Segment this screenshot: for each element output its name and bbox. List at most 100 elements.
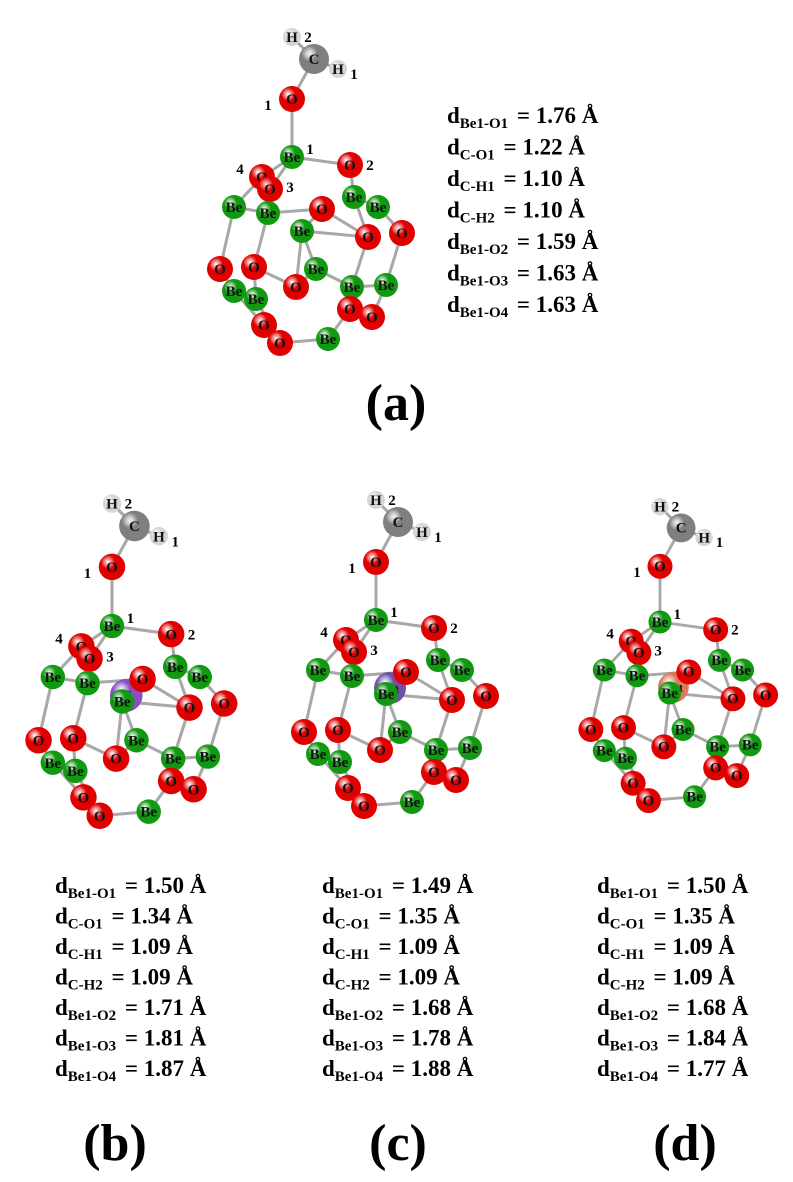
atom-label-O: O [110,752,122,768]
atom-label-Be: Be [686,790,703,806]
atom-label-O: O [654,559,666,575]
atom-Be [708,648,732,672]
atom-O [157,620,185,648]
atom-label-Be: Be [167,660,184,676]
atom-Be [625,664,649,688]
atom-O [626,640,652,666]
atom-label-Be: Be [596,743,613,759]
atom-O [267,330,293,356]
distance-row: dBe1-O1 = 1.50 Å [55,873,207,902]
distance-list-c: dBe1-O1 = 1.49 ÅdC-O1 = 1.35 ÅdC-H1 = 1.… [322,873,474,1085]
distance-row: dC-O1 = 1.22 Å [447,135,585,164]
atom-label-H: H [153,529,165,545]
distance-row: dC-H1 = 1.10 Å [447,166,585,195]
distance-row: dC-H1 = 1.09 Å [597,934,735,963]
atom-O [283,274,309,300]
atom-Be [160,746,186,771]
atom-number: 1 [348,561,356,577]
distance-value: = 1.09 Å [106,934,194,959]
atom-label-O: O [340,633,352,649]
distance-value: = 1.22 Å [498,135,586,160]
atom-O [98,553,126,581]
atom-label-O: O [374,743,386,759]
distance-subscript: Be1-O1 [335,886,383,902]
atom-label-O: O [400,665,412,681]
atom-Be [306,742,330,766]
atom-Be [163,654,188,680]
atom-H [367,491,385,509]
atom-label-O: O [643,793,655,809]
distance-row: dBe1-O2 = 1.68 Å [322,995,474,1024]
atom-label-O: O [274,336,286,352]
atom-number: 1 [390,605,398,621]
atom-Be [340,275,364,299]
distance-value: = 1.35 Å [373,904,461,929]
atom-O [337,296,363,322]
atom-label-O: O [658,740,670,756]
distance-row: dBe1-O1 = 1.76 Å [447,103,599,132]
atom-Be [290,219,314,243]
atom-Be [40,664,66,690]
atom-Be [374,273,398,297]
atom-label-O: O [396,226,408,242]
distance-subscript: C-O1 [610,917,645,933]
distance-subscript: C-H2 [460,211,495,227]
molecule-c: NaOCHHBeOOOBeBeOBeBeBeOOOOBeBeBeOBeBeOOO… [291,491,499,819]
atom-label-O: O [298,725,310,741]
distance-symbol: d [55,873,68,898]
atom-Be [658,681,682,705]
atom-label-Be: Be [191,670,208,686]
atom-Be [342,185,366,209]
distance-symbol: d [447,166,460,191]
distance-subscript: Be1-O4 [610,1069,659,1085]
atom-label-O: O [84,652,96,668]
distance-subscript: Be1-O2 [68,1008,116,1024]
atom-label-O: O [332,723,344,739]
distance-symbol: d [322,873,335,898]
atom-number: 4 [236,162,244,178]
atom-Be [613,746,637,770]
distance-value: = 1.09 Å [106,965,194,990]
atom-O [257,176,283,202]
atom-label-Be: Be [711,653,728,669]
atom-label-C: C [309,52,320,68]
atom-Be [304,257,328,281]
atom-label-O: O [428,621,440,637]
distance-symbol: d [447,261,460,286]
atom-label-O: O [67,731,79,747]
atom-O [363,549,389,575]
distance-symbol: d [55,934,68,959]
atom-number: 4 [606,626,614,642]
atom-Be [400,790,424,814]
atom-label-Be: Be [45,670,62,686]
distance-row: dC-H2 = 1.09 Å [597,965,735,994]
atom-O [724,763,750,789]
atom-number: 1 [171,534,179,550]
atom-O [129,665,156,693]
atom-H [149,527,169,546]
atom-number: 1 [716,535,724,551]
atom-Be [648,610,672,634]
atom-label-O: O [428,765,440,781]
atom-label-O: O [264,182,276,198]
distance-value: = 1.35 Å [648,904,736,929]
distance-value: = 1.10 Å [498,166,586,191]
atom-Be [731,658,755,682]
distance-subscript: Be1-O2 [460,242,508,258]
atom-number: 2 [450,621,458,637]
distance-row: dBe1-O2 = 1.71 Å [55,995,207,1024]
atom-Be [738,733,762,757]
distance-value: = 1.59 Å [511,229,599,254]
atom-label-H: H [416,525,428,541]
distance-list-d: dBe1-O1 = 1.50 ÅdC-O1 = 1.35 ÅdC-H1 = 1.… [597,873,749,1085]
atom-label-O: O [683,665,695,681]
distance-row: dC-H2 = 1.10 Å [447,198,585,227]
atom-Be [671,718,695,742]
atom-O [25,726,52,754]
atom-O [389,220,415,246]
atom-label-Be: Be [200,750,217,766]
distance-subscript: C-H1 [335,947,370,963]
atom-number: 1 [434,530,442,546]
distance-value: = 1.34 Å [106,904,194,929]
atom-Be [306,658,330,682]
